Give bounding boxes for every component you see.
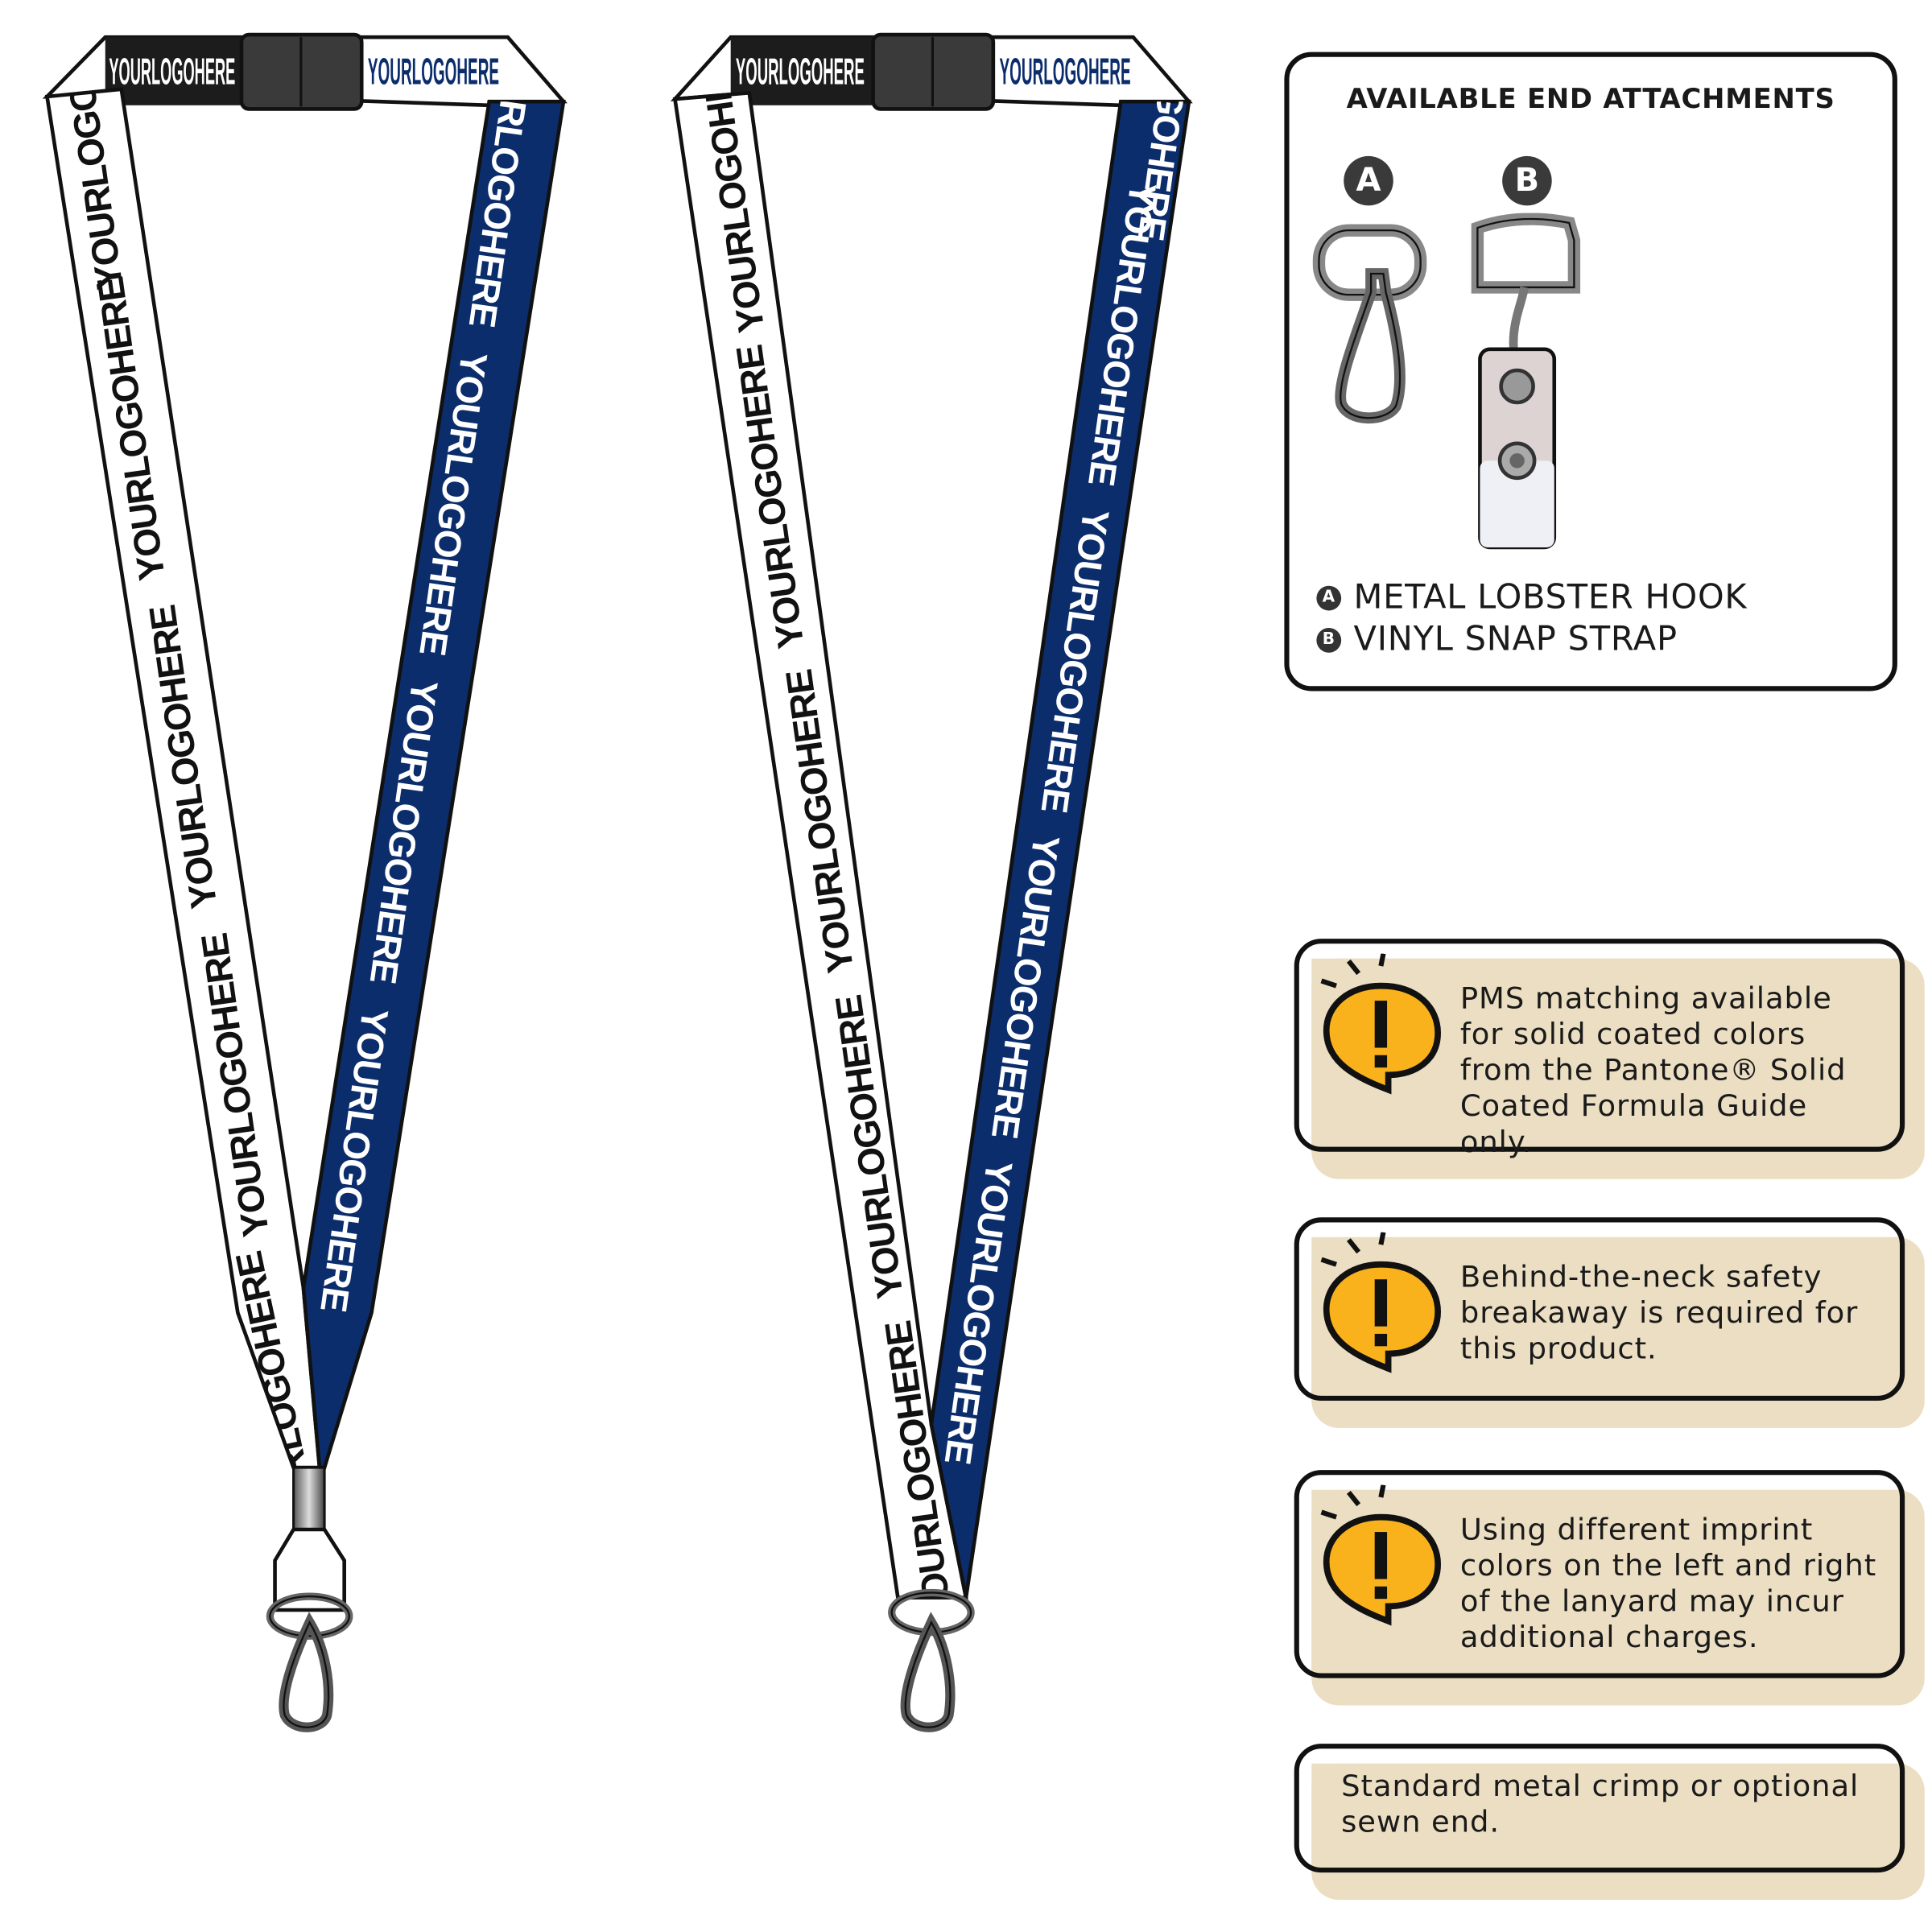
band-imprint: YOURLOGOHERE	[368, 51, 499, 93]
note-text: PMS matching available for solid coated …	[1459, 980, 1847, 1159]
vinyl-snap-strap-icon	[1471, 213, 1581, 550]
note-end-finish: Standard metal crimp or optional sewn en…	[1294, 1744, 1925, 1900]
badge-b-small: B	[1316, 627, 1342, 653]
attachment-label: METAL LOBSTER HOOK	[1353, 578, 1748, 617]
attachment-option-a: A METAL LOBSTER HOOK	[1316, 577, 1747, 619]
metal-crimp	[292, 1466, 326, 1531]
badge-a-small: A	[1316, 585, 1342, 611]
exclamation-icon	[1320, 953, 1441, 1095]
note-text: Using different imprint colors on the le…	[1459, 1512, 1877, 1655]
attachment-option-b: B VINYL SNAP STRAP	[1316, 619, 1747, 661]
note-pms: PMS matching available for solid coated …	[1294, 939, 1925, 1179]
lobster-hook-icon	[1312, 224, 1427, 424]
band-imprint: YOURLOGOHERE	[109, 51, 235, 93]
note-imprint-colors: Using different imprint colors on the le…	[1294, 1470, 1925, 1706]
lanyard-right: YOURLOGOHERE YOURLOGOHERE YOURLOGOHERE Y…	[670, 32, 1193, 1732]
right-strip	[929, 99, 1191, 1599]
lobster-hook-icon	[266, 1592, 353, 1732]
panel-title: AVAILABLE END ATTACHMENTS	[1346, 84, 1835, 116]
lanyard-left: YOURLOGOHERE YOURLOGOHERE YOURLOGOHERE Y…	[42, 32, 568, 1732]
exclamation-icon	[1320, 1232, 1441, 1373]
note-text: Standard metal crimp or optional sewn en…	[1341, 1768, 1860, 1839]
band-imprint: YOURLOGOHERE	[736, 51, 865, 93]
badge-b: B	[1502, 155, 1552, 206]
note-text: Behind-the-neck safety breakaway is requ…	[1459, 1259, 1859, 1366]
lobster-hook-icon	[888, 1588, 975, 1732]
exclamation-icon	[1320, 1484, 1441, 1626]
band-imprint: YOURLOGOHERE	[1000, 51, 1131, 93]
end-attachments-panel: AVAILABLE END ATTACHMENTS A B A METAL LOB…	[1284, 52, 1897, 691]
note-breakaway: Behind-the-neck safety breakaway is requ…	[1294, 1217, 1925, 1428]
badge-a: A	[1344, 155, 1393, 206]
attachment-label: VINYL SNAP STRAP	[1353, 620, 1678, 659]
